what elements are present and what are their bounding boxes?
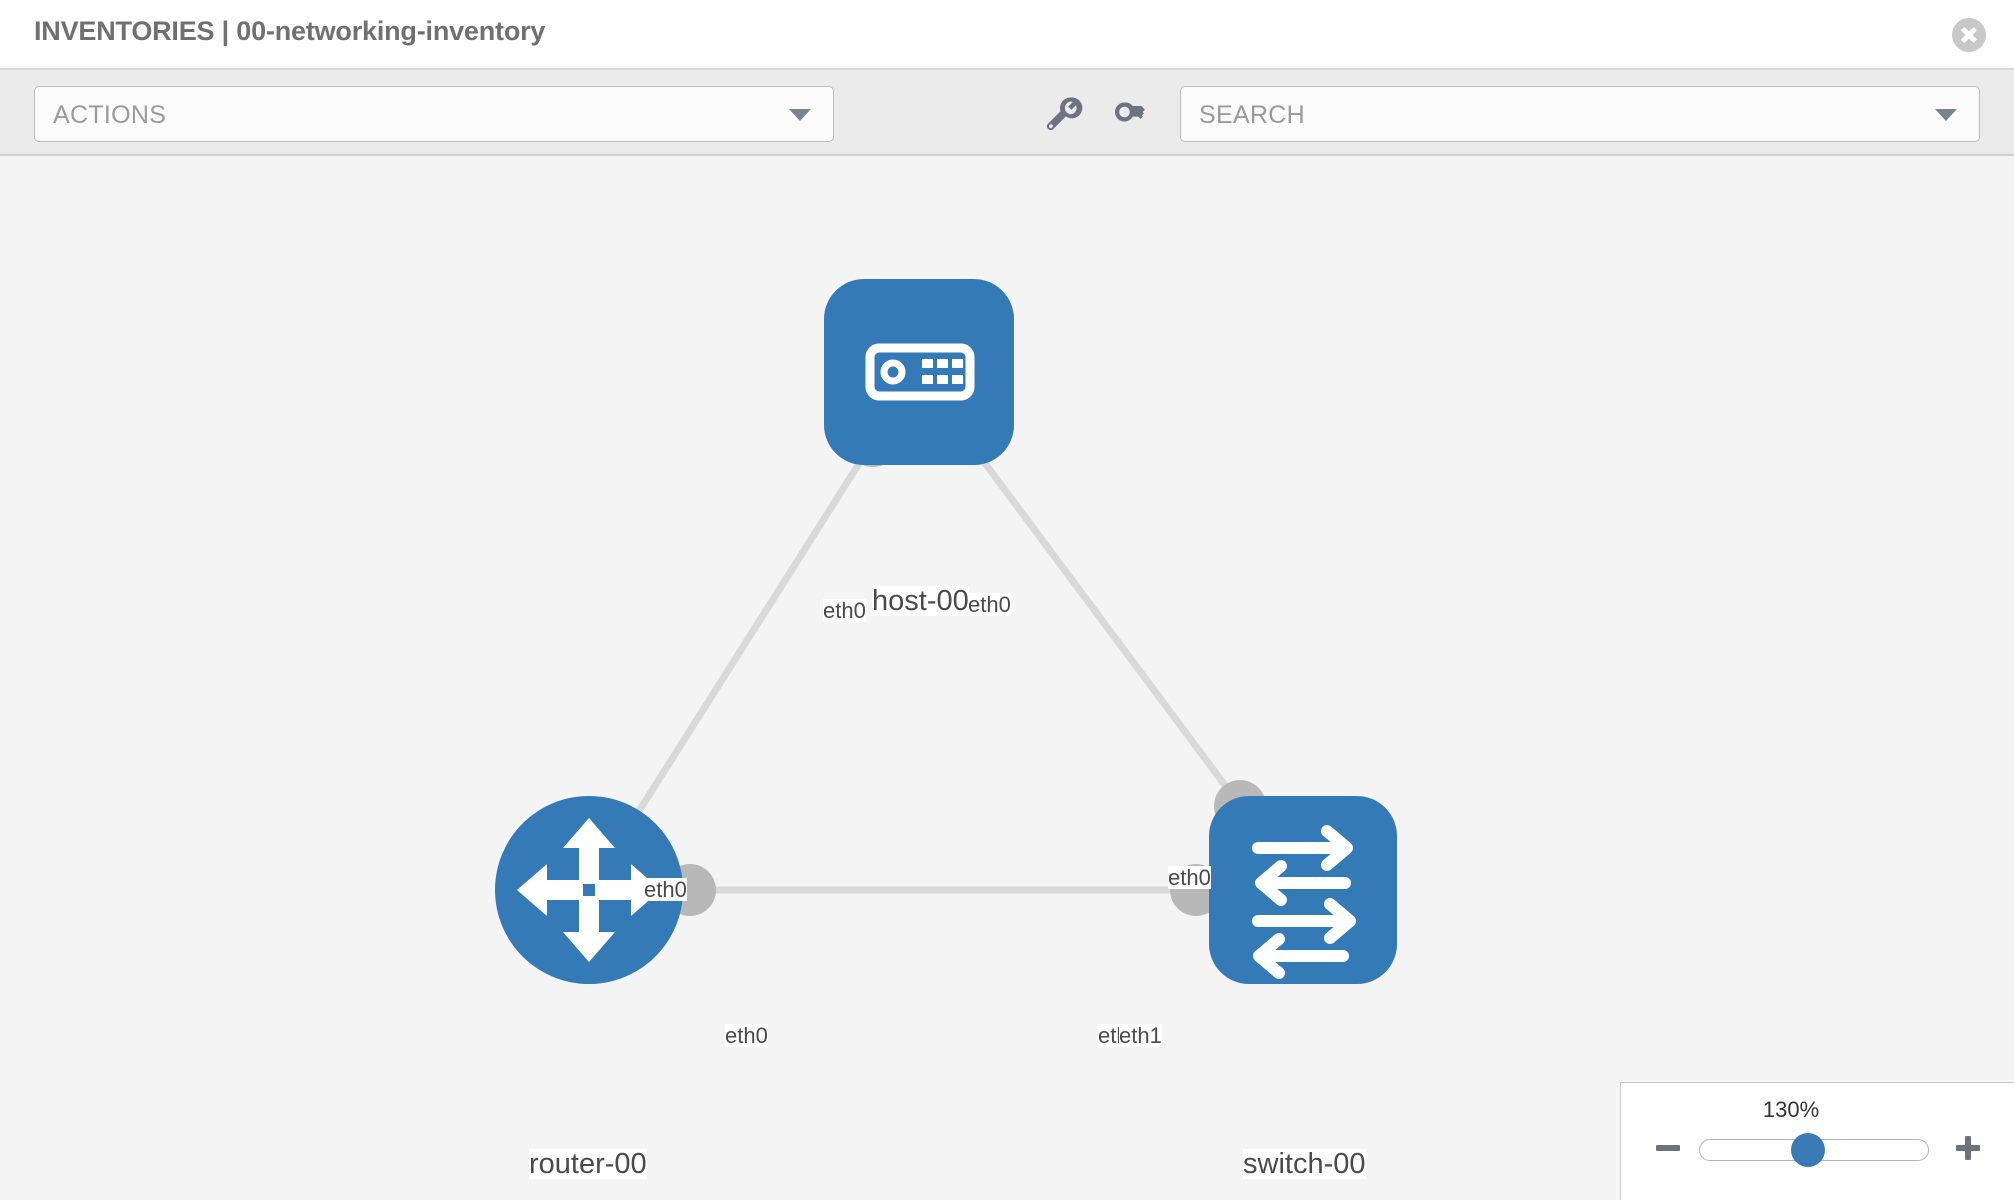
server-icon xyxy=(865,343,975,401)
search-placeholder: SEARCH xyxy=(1199,101,1305,129)
port-label-switch00-eth1: eth1 xyxy=(1119,1023,1162,1048)
zoom-slider-thumb[interactable] xyxy=(1791,1133,1825,1167)
actions-dropdown[interactable]: ACTIONS xyxy=(34,86,834,142)
wrench-icon[interactable] xyxy=(1040,92,1084,136)
node-label-switch-00: switch-00 xyxy=(1243,1148,1366,1180)
ports-layer xyxy=(664,410,1266,916)
node-switch-00[interactable] xyxy=(1209,796,1397,984)
close-icon[interactable] xyxy=(1952,18,1986,52)
node-router-00[interactable] xyxy=(495,796,683,984)
node-host-00-shape[interactable] xyxy=(824,279,1014,465)
page-title: INVENTORIES | 00-networking-inventory xyxy=(34,16,546,46)
topology-canvas[interactable]: eth0 eth0 eth0 eth0 eth0 eth eth1 host-0… xyxy=(0,156,2014,1200)
switch-arrows-icon xyxy=(1252,825,1356,979)
toolbar: ACTIONS SEARCH xyxy=(0,70,2014,156)
router-arrows-icon xyxy=(517,818,661,962)
node-host-00[interactable] xyxy=(824,279,1014,465)
node-label-host-00: host-00 xyxy=(872,585,969,617)
node-router-00-shape[interactable] xyxy=(495,796,683,984)
zoom-level-label: 130% xyxy=(1762,1097,1820,1122)
port-label-router00-eth0: eth0 xyxy=(725,1023,768,1048)
chevron-down-icon xyxy=(789,109,811,121)
key-icon[interactable] xyxy=(1108,92,1152,136)
minus-icon[interactable] xyxy=(1651,1131,1685,1165)
search-input[interactable]: SEARCH xyxy=(1180,86,1980,142)
port-label-host00-router00-eth0: eth0 xyxy=(644,877,687,902)
port-label-host00-switch00-eth0: eth0 xyxy=(1168,865,1211,890)
node-label-router-00: router-00 xyxy=(529,1148,647,1180)
chevron-down-icon[interactable] xyxy=(1935,109,1957,121)
page-header: INVENTORIES | 00-networking-inventory xyxy=(0,0,2014,70)
zoom-control-panel: 130% xyxy=(1620,1082,2014,1200)
plus-icon[interactable] xyxy=(1951,1131,1985,1165)
actions-dropdown-label: ACTIONS xyxy=(53,101,167,129)
port-label-host00-eth0-left: eth0 xyxy=(823,598,866,623)
topology-graph xyxy=(495,279,1397,984)
port-label-host00-eth0-right: eth0 xyxy=(968,592,1011,617)
